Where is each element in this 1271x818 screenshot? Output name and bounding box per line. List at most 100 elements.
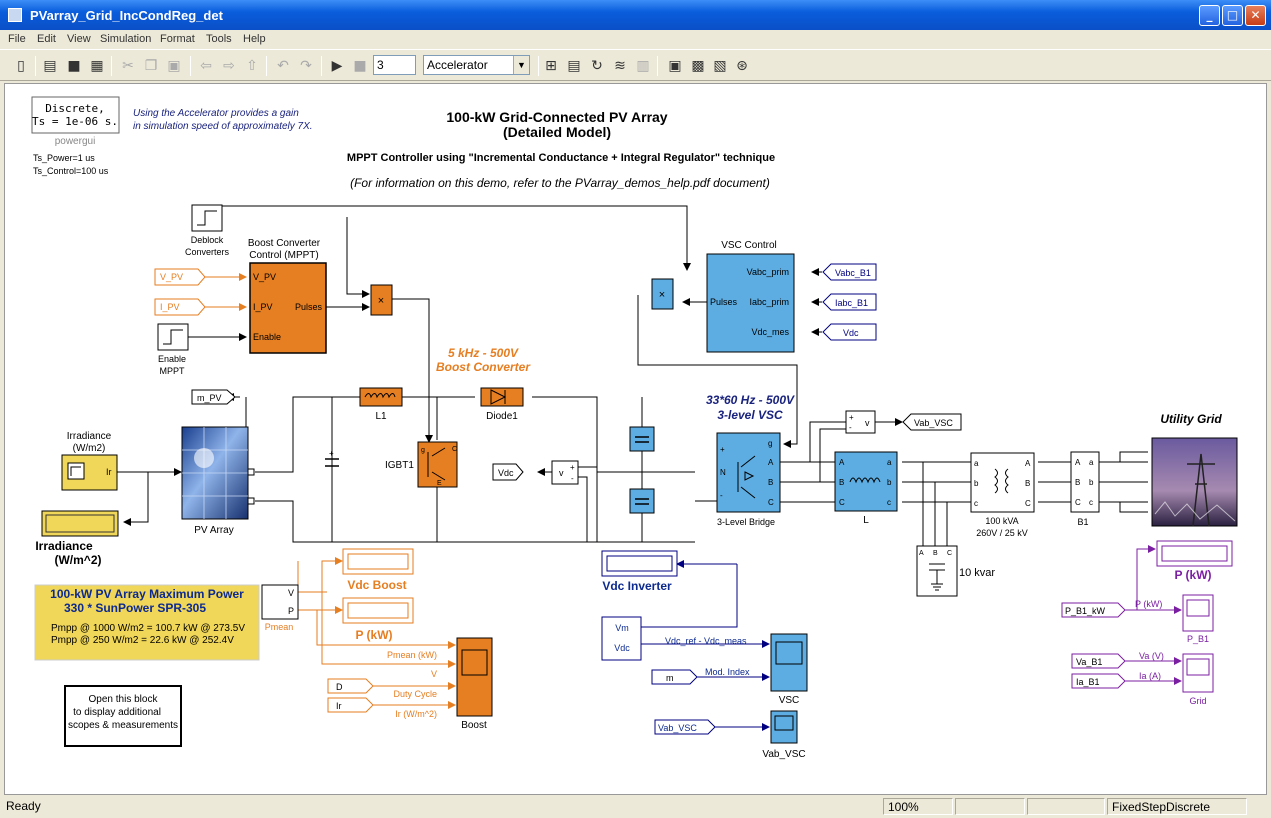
stop-simulation-icon[interactable]: ■ <box>353 58 367 74</box>
pv-array-block[interactable]: PV Array <box>181 426 255 536</box>
choke-block[interactable]: A B C a b c L <box>834 451 898 526</box>
menu-help[interactable]: Help <box>243 33 266 45</box>
b1-port-b2: b <box>1089 478 1094 487</box>
vab-vsc-tag[interactable]: Vab_VSC <box>902 413 962 431</box>
menu-view[interactable]: View <box>67 33 91 45</box>
igbt-label: IGBT1 <box>385 460 414 471</box>
redo-icon[interactable]: ↷ <box>300 58 312 74</box>
vsc-control-port-vabc: Vabc_prim <box>747 267 789 277</box>
pv-capacitor: + <box>325 449 339 467</box>
dc-voltage-sensor[interactable]: v + - <box>551 460 579 485</box>
back-icon[interactable]: ⇦ <box>200 58 212 74</box>
wire <box>123 472 149 526</box>
vsc-control-block[interactable]: VSC Control Vabc_prim Iabc_prim Vdc_mes … <box>706 240 795 353</box>
menu-simulation[interactable]: Simulation <box>100 33 152 45</box>
vdc-tag-left[interactable]: Vdc <box>492 463 524 481</box>
bridge-port-n: N <box>720 468 726 477</box>
pmean-block[interactable]: V P Pmean <box>261 584 299 632</box>
forward-icon[interactable]: ⇨ <box>223 58 235 74</box>
paste-icon[interactable]: ▣ <box>167 58 181 74</box>
utility-grid-block[interactable] <box>1151 437 1238 527</box>
vsc-product-block[interactable]: × <box>651 278 674 310</box>
copy-icon[interactable]: ❐ <box>144 58 158 74</box>
vab-vsc-tag-2[interactable]: Vab_VSC <box>654 719 716 735</box>
debug-icon[interactable]: ≋ <box>614 58 626 74</box>
three-level-bridge-block[interactable]: g A B C + N - 3-Level Bridge <box>716 432 781 527</box>
menu-file[interactable]: File <box>8 33 26 45</box>
diode-block[interactable]: Diode1 <box>480 387 524 422</box>
stop-time-input[interactable] <box>373 55 416 75</box>
menu-tools[interactable]: Tools <box>206 33 232 45</box>
model-canvas[interactable]: Discrete, Ts = 1e-06 s. powergui Using t… <box>4 83 1267 795</box>
va-b1-tag[interactable]: Va_B1 <box>1071 653 1126 669</box>
m-tag[interactable]: m <box>651 669 698 685</box>
ts-power-label: Ts_Power=1 us <box>33 153 95 163</box>
model-explorer-icon[interactable]: ▩ <box>691 58 705 74</box>
p-kw-orange-display[interactable]: P (kW) <box>342 597 414 642</box>
simulation-mode-select[interactable]: Accelerator▼ <box>423 55 530 75</box>
powergui-block[interactable]: Discrete, Ts = 1e-06 s. powergui <box>31 96 120 147</box>
profiler-icon[interactable]: ▥ <box>636 58 650 74</box>
grid-scope-block[interactable]: Grid <box>1182 653 1214 706</box>
debugger-icon[interactable]: ⊛ <box>736 58 748 74</box>
ac-voltage-sensor[interactable]: v + - <box>845 410 876 434</box>
ia-b1-tag-label: Ia_B1 <box>1076 677 1100 687</box>
l1-inductor-block[interactable]: L1 <box>359 387 403 422</box>
wire <box>316 610 456 649</box>
cut-icon[interactable]: ✂ <box>122 58 134 74</box>
choke-port-a2: a <box>887 458 892 467</box>
capacitor-bank-block[interactable]: A B C 10 kvar <box>916 545 995 597</box>
menu-format[interactable]: Format <box>160 33 195 45</box>
vdc-tag-right[interactable]: Vdc <box>822 323 877 341</box>
p-b1-scope-block[interactable]: P_B1 <box>1182 594 1214 644</box>
v-pv-tag[interactable]: V_PV <box>154 268 206 286</box>
i-pv-tag[interactable]: I_PV <box>154 298 206 316</box>
vdc-inverter-display[interactable]: Vdc Inverter <box>601 550 678 593</box>
igbt-block[interactable]: C g E IGBT1 <box>385 441 458 488</box>
chevron-down-icon[interactable]: ▼ <box>513 56 529 74</box>
b1-measurement-block[interactable]: A B C a b c B1 <box>1070 451 1100 527</box>
boost-product-block[interactable]: × <box>370 284 393 316</box>
irradiance-display[interactable]: Irradiance (W/m^2) <box>35 510 119 567</box>
build-icon[interactable]: ⊞ <box>545 58 557 74</box>
up-icon[interactable]: ⇧ <box>246 58 258 74</box>
new-icon[interactable]: ▯ <box>17 58 25 74</box>
refresh-icon[interactable]: ↻ <box>591 58 603 74</box>
model-browser-icon[interactable]: ▧ <box>713 58 727 74</box>
boost-label-2: Boost Converter <box>436 360 531 374</box>
enable-mppt-step-block[interactable]: Enable MPPT <box>157 323 189 376</box>
p-b1-kw-tag[interactable]: P_B1_kW <box>1061 602 1126 618</box>
library-browser-icon[interactable]: ▣ <box>668 58 682 74</box>
boost-controller-block[interactable]: Boost Converter Control (MPPT) V_PV I_PV… <box>248 238 327 354</box>
transformer-block[interactable]: a b c A B C 100 kVA 260V / 25 kV <box>970 452 1035 538</box>
minimize-button[interactable]: _ <box>1199 5 1220 26</box>
print-icon[interactable]: ▦ <box>90 58 104 74</box>
vsc-scope-block[interactable]: VSC <box>770 633 808 706</box>
update-diagram-icon[interactable]: ▤ <box>567 58 581 74</box>
menu-edit[interactable]: Edit <box>37 33 56 45</box>
p-kw-purple-display[interactable]: P (kW) <box>1156 540 1233 582</box>
ir-tag[interactable]: Ir <box>327 697 374 713</box>
diode-label: Diode1 <box>486 411 518 422</box>
irradiance-input-block[interactable]: Irradiance (W/m2) Ir <box>61 431 118 491</box>
m-pv-tag[interactable]: m_PV <box>191 389 236 405</box>
vab-vsc-scope-block[interactable]: Vab_VSC <box>762 710 806 760</box>
d-tag[interactable]: D <box>327 678 374 694</box>
wire <box>255 396 360 473</box>
undo-icon[interactable]: ↶ <box>277 58 289 74</box>
vabc-b1-tag[interactable]: Vabc_B1 <box>822 263 877 281</box>
vm-vdc-block[interactable]: Vm Vdc <box>601 616 642 661</box>
ia-b1-tag[interactable]: Ia_B1 <box>1071 673 1126 689</box>
vdc-boost-display[interactable]: Vdc Boost <box>342 548 414 592</box>
maximize-button[interactable]: □ <box>1222 5 1243 26</box>
iabc-b1-tag[interactable]: Iabc_B1 <box>822 293 877 311</box>
close-button[interactable]: ✕ <box>1245 5 1266 26</box>
start-simulation-icon[interactable]: ▶ <box>331 58 343 74</box>
open-icon[interactable]: ▤ <box>43 58 57 74</box>
save-icon[interactable]: ■ <box>67 58 81 74</box>
vabc-b1-tag-label: Vabc_B1 <box>835 268 871 278</box>
open-measurements-subsystem[interactable]: Open this block to display additional sc… <box>64 685 182 747</box>
open-block-line-1: Open this block <box>89 694 159 705</box>
deblock-step-block[interactable]: Deblock Converters <box>185 204 230 257</box>
boost-scope-block[interactable]: Boost Pmean (kW) V Duty Cycle Ir (W/m^2) <box>387 637 493 731</box>
